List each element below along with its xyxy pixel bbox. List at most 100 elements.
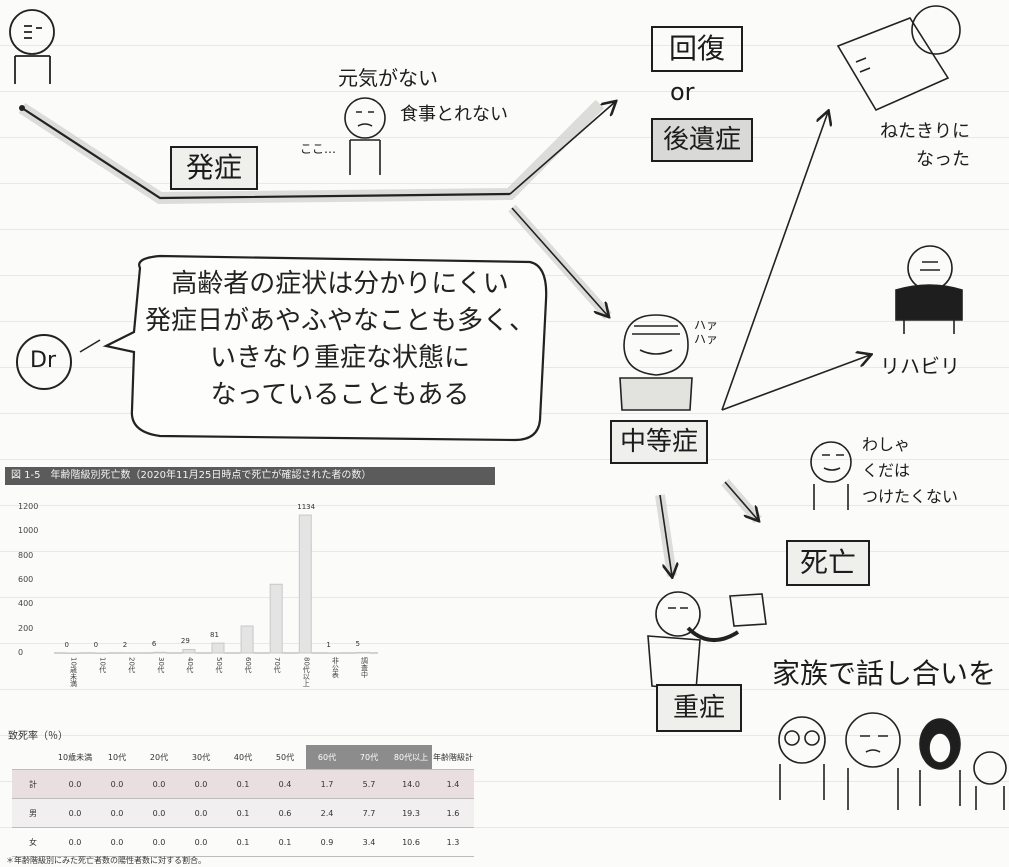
moderate-patient-icon: [619, 314, 693, 411]
arrow-to-severe: [659, 494, 672, 576]
rate-cell: 1.7: [306, 769, 348, 799]
rate-cell: 0.4: [264, 769, 306, 799]
or-label: or: [670, 78, 695, 106]
death-label: 死亡: [786, 540, 870, 586]
bar: [211, 642, 225, 654]
rate-cell: 0.0: [96, 798, 138, 828]
y-tick-label: 200: [18, 623, 34, 633]
arrow-to-recover: [509, 102, 615, 195]
rate-cell: 3.4: [348, 827, 390, 857]
bubble-text: 高齢者の症状は分かりにくい 発症日があやふやなことも多く、 いきなり重症な状態に…: [140, 266, 540, 414]
rate-cell: 1.6: [432, 798, 474, 828]
family-icon: [778, 712, 1007, 810]
rate-cell: 5.7: [348, 769, 390, 799]
y-tick-label: 600: [18, 575, 34, 584]
bar: [356, 651, 370, 654]
x-category-label: 70代: [273, 657, 282, 673]
rate-cell: 0.1: [222, 827, 264, 857]
onset-label: 発症: [170, 146, 258, 190]
rate-cell: 0.0: [138, 798, 180, 828]
arrow-to-bedridden: [721, 112, 828, 411]
x-category-label: 50代: [215, 657, 223, 673]
rate-table-title: 致死率（％）: [8, 731, 68, 742]
row-label: 女: [12, 827, 54, 857]
bar: [95, 652, 109, 654]
main-timeline: [21, 107, 511, 200]
rate-cell: 0.0: [138, 827, 180, 857]
x-category-label: 20代: [127, 657, 136, 673]
rate-cell: 0.0: [96, 827, 138, 857]
bar-value-label: 0: [93, 641, 99, 649]
sequelae-label: 後遺症: [651, 118, 753, 162]
rate-cell: 0.6: [264, 798, 306, 828]
rate-header: 70代: [348, 745, 390, 770]
row-label: 計: [12, 769, 54, 799]
rate-header: 20代: [138, 745, 180, 770]
bar: [269, 583, 283, 654]
x-category-label: 調査中: [360, 657, 369, 678]
rate-cell: 14.0: [390, 769, 432, 799]
table-row: 女 0.0 0.0 0.0 0.0 0.1 0.1 0.9 3.4 10.6 1…: [12, 827, 474, 857]
mortality-chart-panel: 図 1-5 年齢階級別死亡数（2020年11月25日時点で死亡が確認された者の数…: [0, 455, 500, 867]
rate-cell: 1.4: [432, 769, 474, 799]
rate-cell: 19.3: [390, 798, 432, 828]
rehab-text: リハビリ: [880, 354, 960, 378]
bar-value-label: 29: [180, 637, 190, 646]
arrow-to-moderate: [511, 207, 608, 316]
bar: [298, 514, 312, 654]
rate-header-row: 10歳未満 10代 20代 30代 40代 50代 60代 70代 80代以上 …: [12, 745, 474, 770]
rate-header: 10代: [96, 745, 138, 770]
recover-label: 回復: [651, 26, 743, 72]
doctor-icon: [16, 334, 72, 390]
moderate-label: 中等症: [610, 420, 708, 464]
bar: [327, 652, 341, 654]
bar-value-label: 0: [64, 641, 69, 649]
rate-footnote: ＊年齢階級別にみた死亡者数の陽性者数に対する割合。: [6, 856, 206, 865]
y-tick-label: 1000: [18, 526, 39, 536]
rate-cell: 0.0: [54, 769, 96, 799]
x-category-label: 60代: [244, 657, 253, 673]
rate-cell: 1.3: [432, 827, 474, 857]
bubble-line: 高齢者の症状は分かりにくい: [171, 269, 509, 299]
y-tick-label: 0: [18, 648, 24, 657]
rate-header: 30代: [180, 745, 222, 770]
rate-cell: 0.0: [180, 769, 222, 799]
x-category-label: 30代: [156, 657, 165, 673]
ventilator-patient-icon: [647, 591, 767, 691]
bubble-line: なっていることもある: [210, 380, 470, 410]
eat-not-text: 食事とれない: [400, 104, 508, 125]
y-tick-label: 800: [18, 550, 34, 560]
bar: [153, 651, 167, 654]
rate-cell: 0.9: [306, 827, 348, 857]
x-category-label: 80代以上: [302, 657, 311, 687]
arrow-to-death: [724, 481, 758, 520]
severe-label: 重症: [656, 684, 742, 732]
rate-cell: 2.4: [306, 798, 348, 828]
rate-cell: 0.0: [180, 798, 222, 828]
rate-cell: 0.0: [180, 827, 222, 857]
doctor-label: Dr: [30, 348, 56, 373]
rate-header: 40代: [222, 745, 264, 770]
y-tick-label: 400: [18, 599, 34, 609]
table-row: 男 0.0 0.0 0.0 0.0 0.1 0.6 2.4 7.7 19.3 1…: [12, 798, 474, 828]
x-category-label: 40代: [185, 657, 194, 673]
person-top-left-icon: [9, 9, 55, 84]
rate-header: 80代以上: [390, 745, 432, 770]
x-category-label: 非公表: [331, 657, 340, 678]
bedridden-text: ねたきりに なった: [880, 121, 970, 170]
bar-value-label: 1134: [297, 503, 316, 512]
rate-cell: 10.6: [390, 827, 432, 857]
rate-header: 10歳未満: [54, 745, 96, 770]
bar-value-label: 6: [151, 640, 157, 649]
rate-cell: 0.0: [96, 769, 138, 799]
rate-header: 60代: [306, 745, 348, 770]
dots-text: ここ…: [300, 142, 337, 156]
fatality-rate-table: 10歳未満 10代 20代 30代 40代 50代 60代 70代 80代以上 …: [12, 745, 474, 857]
rate-cell: 0.0: [54, 798, 96, 828]
row-label: 男: [12, 798, 54, 828]
chart-title: 図 1-5 年齢階級別死亡数（2020年11月25日時点で死亡が確認された者の数…: [5, 467, 495, 485]
sick-person-icon: [344, 97, 386, 175]
rate-cell: 0.1: [222, 769, 264, 799]
bubble-line: いきなり重症な状態に: [209, 343, 470, 373]
